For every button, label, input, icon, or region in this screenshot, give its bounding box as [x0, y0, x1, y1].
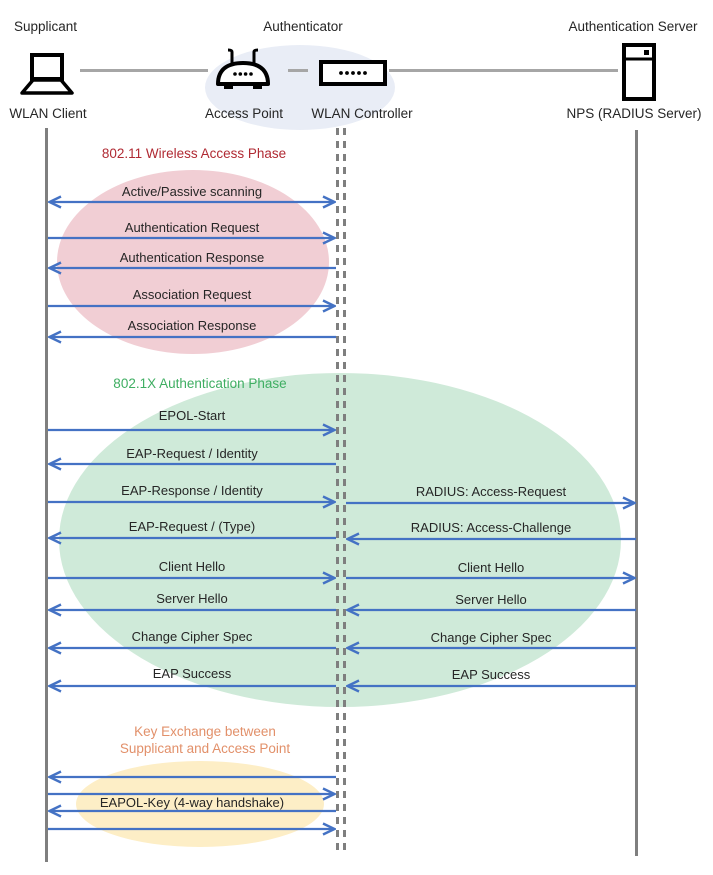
message-arrow-left — [48, 261, 336, 275]
role-label-authenticator: Authenticator — [263, 19, 343, 34]
authenticator-group-ellipse — [205, 45, 395, 130]
message-label: Change Cipher Spec — [430, 630, 552, 645]
message-label: EAP Success — [451, 667, 531, 682]
message-label: Authentication Response — [119, 250, 265, 265]
message-arrow-both — [48, 195, 336, 209]
message-arrow-right — [346, 496, 636, 510]
message-label: EAP-Request / Identity — [126, 446, 258, 461]
message-arrow-left — [48, 770, 336, 784]
node-label-wlan-controller: WLAN Controller — [311, 106, 413, 121]
message-arrow-right — [48, 231, 336, 245]
wlan-controller-icon — [319, 60, 387, 91]
message-label: Client Hello — [457, 560, 525, 575]
connector-line — [288, 69, 308, 72]
message-label: Server Hello — [455, 592, 527, 607]
message-arrow-right — [48, 787, 336, 801]
message-arrow-right — [346, 571, 636, 585]
phase3-ellipse — [76, 761, 324, 847]
node-label-access-point: Access Point — [204, 106, 284, 121]
message-label: EPOL-Start — [158, 408, 226, 423]
message-arrow-left — [48, 330, 336, 344]
message-arrow-right — [48, 822, 336, 836]
laptop-icon — [16, 53, 78, 102]
phase1-ellipse — [57, 170, 329, 354]
message-arrow-left — [346, 532, 636, 546]
message-arrow-left — [48, 641, 336, 655]
server-icon — [621, 43, 657, 106]
message-arrow-right — [48, 423, 336, 437]
message-label: RADIUS: Access-Request — [415, 484, 567, 499]
message-label: Association Response — [127, 318, 257, 333]
phase3-title-line1: Key Exchange between — [134, 724, 276, 739]
message-label: EAP-Response / Identity — [121, 483, 263, 498]
lifeline-wlan-client — [45, 128, 48, 862]
message-arrow-left — [48, 679, 336, 693]
message-label: Association Request — [132, 287, 252, 302]
connector-line — [389, 69, 618, 72]
message-label: Change Cipher Spec — [131, 629, 253, 644]
message-label: EAP Success — [152, 666, 232, 681]
message-label: EAPOL-Key (4-way handshake) — [99, 795, 285, 810]
message-label: Active/Passive scanning — [121, 184, 263, 199]
message-label: EAP-Request / (Type) — [128, 519, 256, 534]
lifeline-nps-server — [635, 130, 638, 856]
message-arrow-right — [48, 495, 336, 509]
message-arrow-right — [48, 299, 336, 313]
connector-line — [80, 69, 208, 72]
node-label-nps-radius: NPS (RADIUS Server) — [566, 106, 702, 121]
message-arrow-left — [48, 804, 336, 818]
role-label-authentication-server: Authentication Server — [568, 19, 698, 34]
lifeline-wlan-controller-dashed — [343, 128, 346, 856]
message-arrow-left — [48, 531, 336, 545]
phase3-title-line2: Supplicant and Access Point — [119, 741, 291, 756]
message-arrow-left — [346, 641, 636, 655]
message-arrow-left — [48, 603, 336, 617]
role-label-supplicant: Supplicant — [14, 19, 78, 34]
lifeline-access-point-dashed — [336, 128, 339, 856]
phase1-title: 802.11 Wireless Access Phase — [101, 146, 287, 161]
message-arrow-left — [346, 679, 636, 693]
message-label: Server Hello — [156, 591, 228, 606]
message-label: RADIUS: Access-Challenge — [410, 520, 572, 535]
message-label: Client Hello — [158, 559, 226, 574]
message-arrow-left — [346, 603, 636, 617]
message-label: Authentication Request — [124, 220, 260, 235]
message-arrow-right — [48, 571, 336, 585]
phase2-title: 802.1X Authentication Phase — [113, 376, 287, 391]
phase3-title: Key Exchange between Supplicant and Acce… — [120, 723, 290, 757]
message-arrow-left — [48, 457, 336, 471]
node-label-wlan-client: WLAN Client — [9, 106, 87, 121]
access-point-icon — [212, 47, 274, 98]
